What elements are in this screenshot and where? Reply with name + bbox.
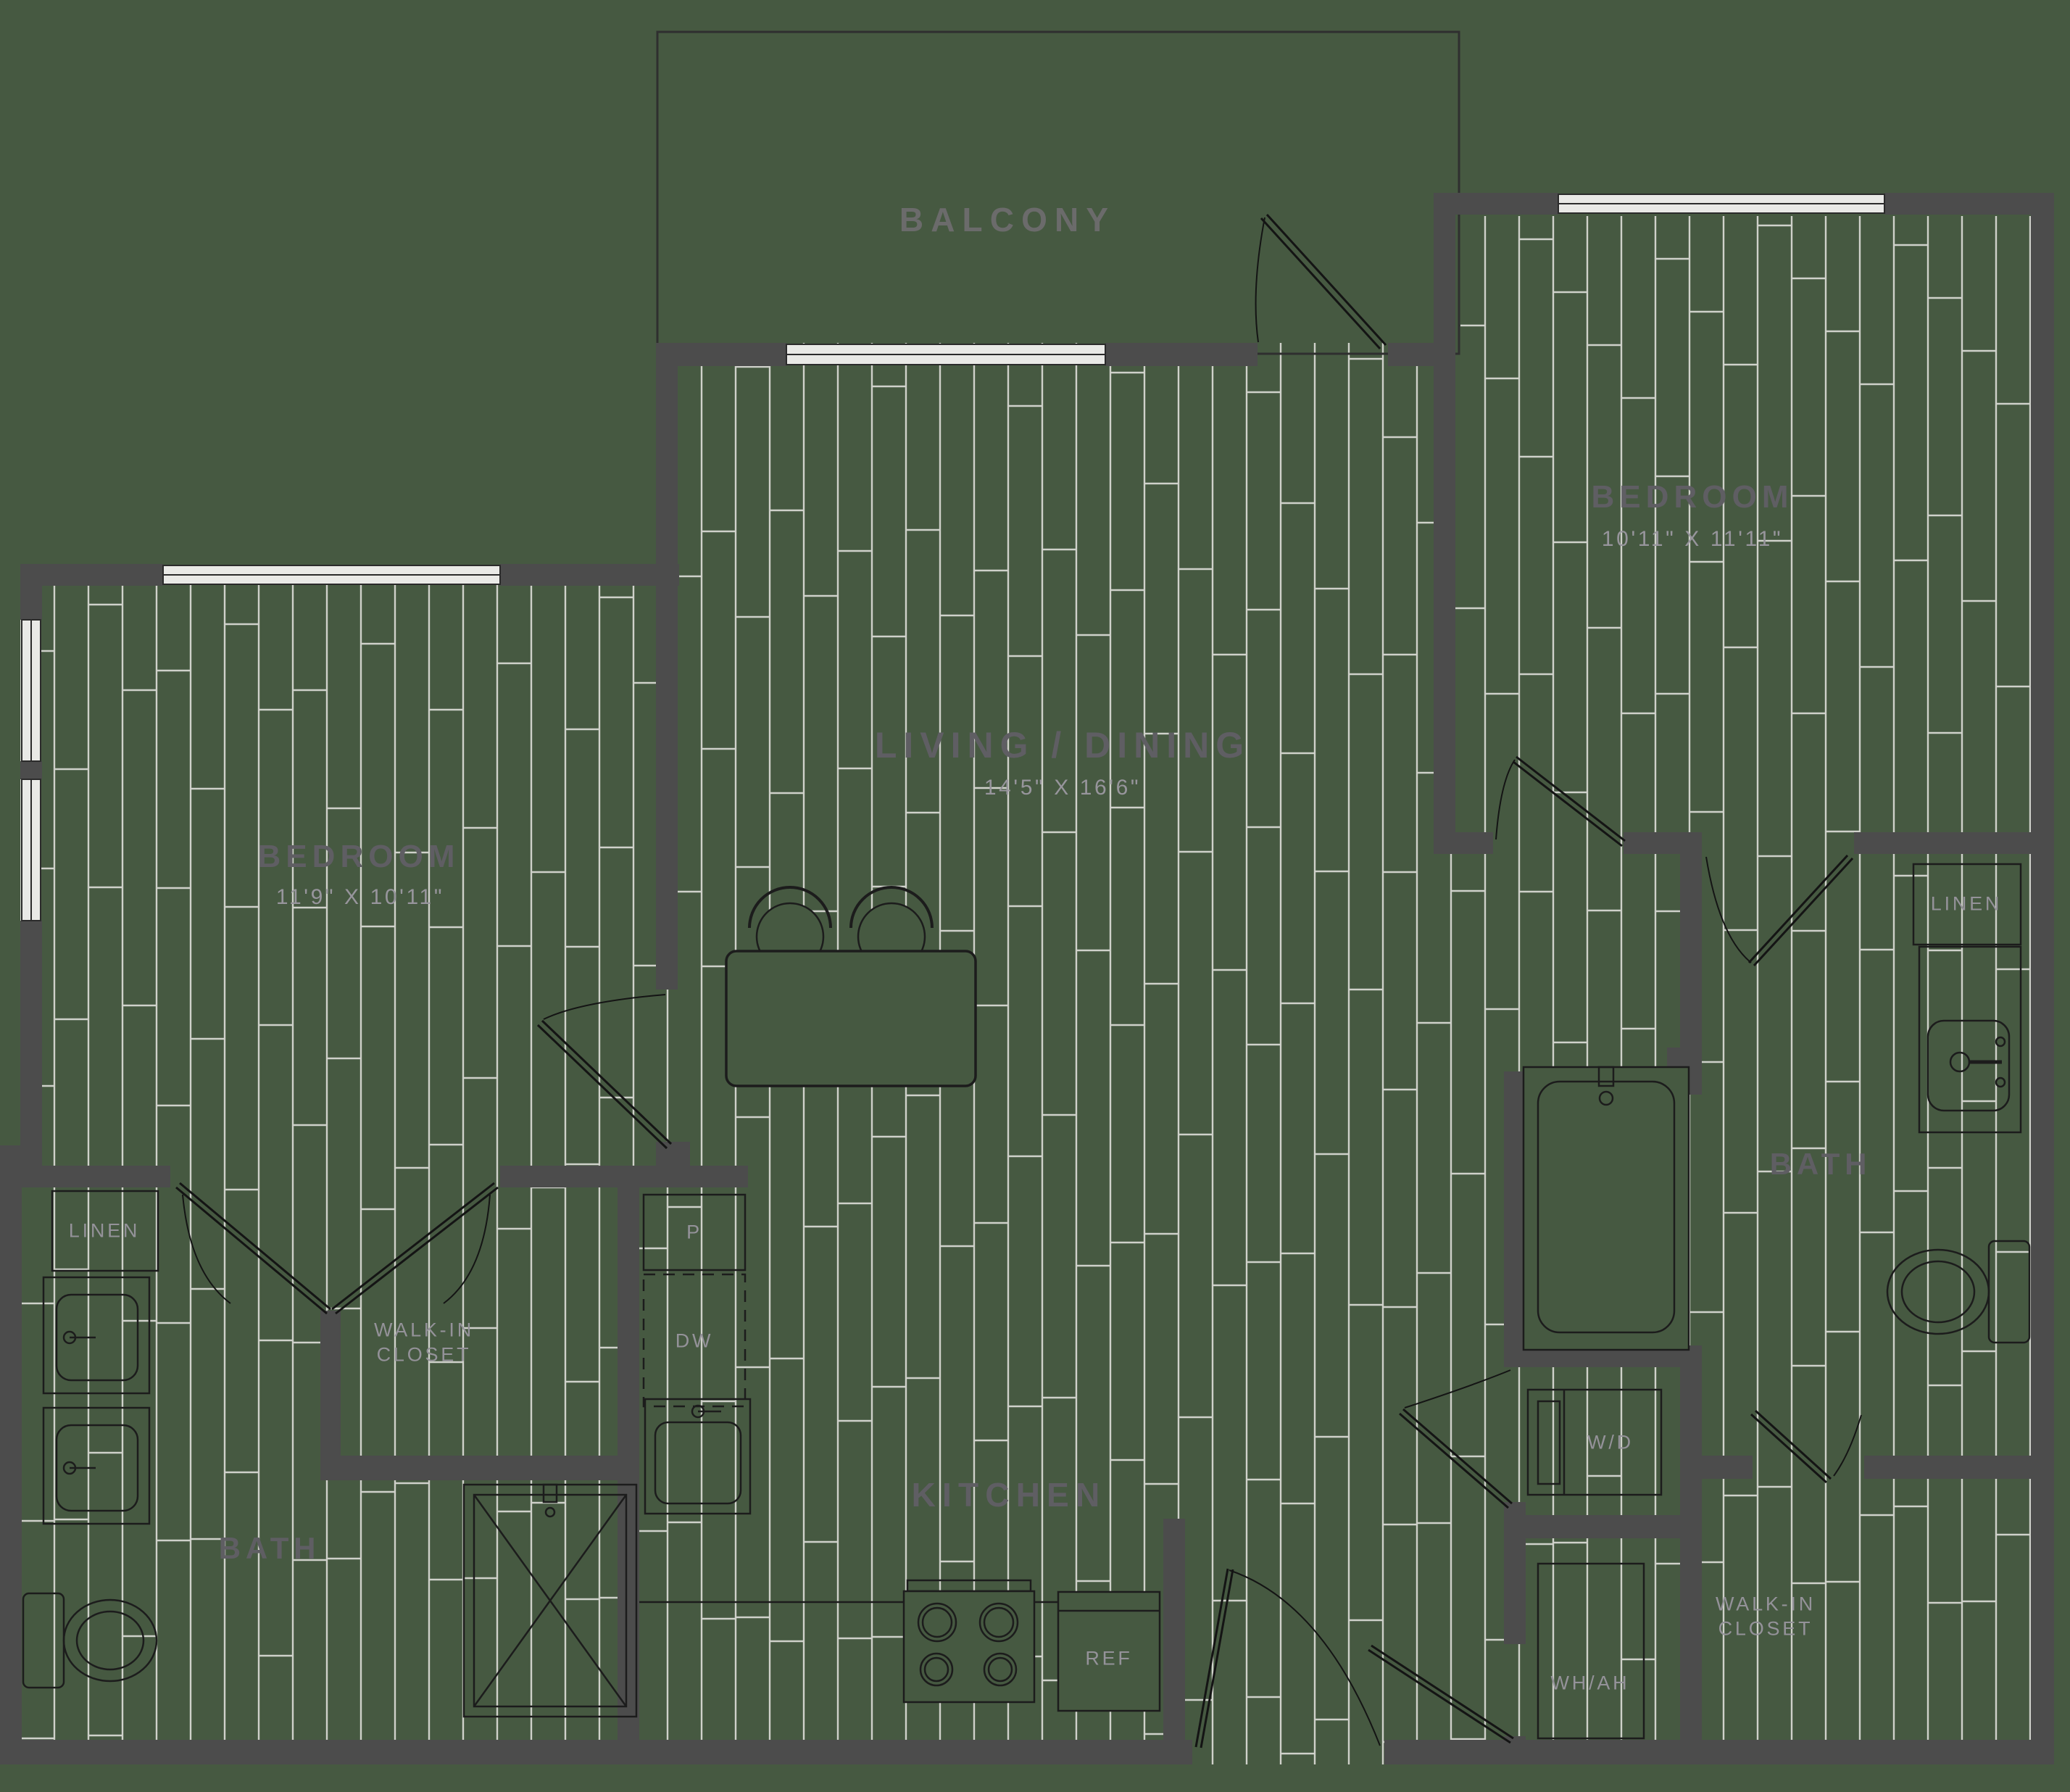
water-heater-air-handler — [1537, 1562, 1645, 1740]
bedroom-right-dimensions: 10'11" X 11'11" — [1601, 527, 1784, 551]
walk-in-closet-left-label: WALK-IN CLOSET — [374, 1319, 474, 1365]
shower — [462, 1483, 638, 1718]
bath-left-sink-2 — [42, 1406, 151, 1525]
bedroom-left-label: BEDROOM — [257, 839, 460, 874]
bathtub — [1522, 1066, 1690, 1351]
fixtures — [22, 863, 2031, 1740]
bedroom-right-door — [1495, 755, 1626, 847]
washer-dryer-label: W/D — [1587, 1431, 1634, 1453]
water-heater-door — [1368, 1644, 1514, 1744]
stove — [902, 1579, 1036, 1704]
walk-in-closet-left-door — [331, 1182, 499, 1315]
balcony-label: BALCONY — [899, 201, 1116, 238]
refrigerator-label: REF — [1085, 1647, 1133, 1669]
window-bedroom-left-side-1 — [21, 619, 41, 762]
window-living — [786, 344, 1106, 365]
walk-in-closet-right-label: WALK-IN CLOSET — [1716, 1593, 1816, 1639]
washer-dryer — [1526, 1388, 1663, 1496]
pantry-label: P — [686, 1221, 702, 1243]
toilet-left — [22, 1592, 158, 1689]
window-bedroom-left-side-2 — [21, 779, 41, 921]
bath-right-sink — [1918, 945, 2022, 1134]
kitchen-sink — [644, 1398, 752, 1515]
bath-right-label: BATH — [1769, 1147, 1872, 1181]
water-heater-label: WH/AH — [1550, 1672, 1630, 1694]
windows — [21, 194, 1885, 921]
chair-back-icon — [849, 886, 934, 929]
bedroom-left-door — [536, 994, 673, 1150]
window-bedroom-left-top — [162, 565, 501, 585]
walk-in-closet-right-door — [1750, 1409, 1862, 1484]
walls — [0, 193, 2054, 1764]
balcony-door — [1255, 213, 1387, 350]
linen-closet-right — [1912, 863, 2022, 946]
entry-door — [1194, 1568, 1381, 1749]
living-dining-dimensions: 14'5" X 16'6" — [984, 776, 1142, 800]
kitchen-label: KITCHEN — [911, 1476, 1107, 1514]
pantry-cabinet — [642, 1193, 747, 1272]
chair-back-icon — [748, 886, 832, 929]
toilet-right — [1886, 1240, 2031, 1344]
linen-left-label: LINEN — [68, 1219, 141, 1242]
bath-right-door — [1705, 854, 1854, 967]
doors — [175, 213, 1862, 1749]
bedroom-right-label: BEDROOM — [1591, 479, 1794, 515]
bath-left-door — [175, 1182, 331, 1315]
linen-right-label: LINEN — [1930, 892, 2003, 915]
living-dining-label: LIVING / DINING — [874, 725, 1251, 766]
bath-left-label: BATH — [218, 1531, 321, 1565]
refrigerator — [1057, 1590, 1161, 1712]
linen-closet-left — [51, 1190, 159, 1272]
dishwasher-label: DW — [675, 1330, 714, 1352]
washer-dryer-door — [1399, 1369, 1513, 1509]
window-bedroom-right — [1558, 194, 1885, 214]
kitchen-island — [725, 950, 977, 1087]
bedroom-left-dimensions: 11'9" X 10'11" — [275, 885, 445, 909]
bath-left-sink-1 — [42, 1276, 151, 1395]
